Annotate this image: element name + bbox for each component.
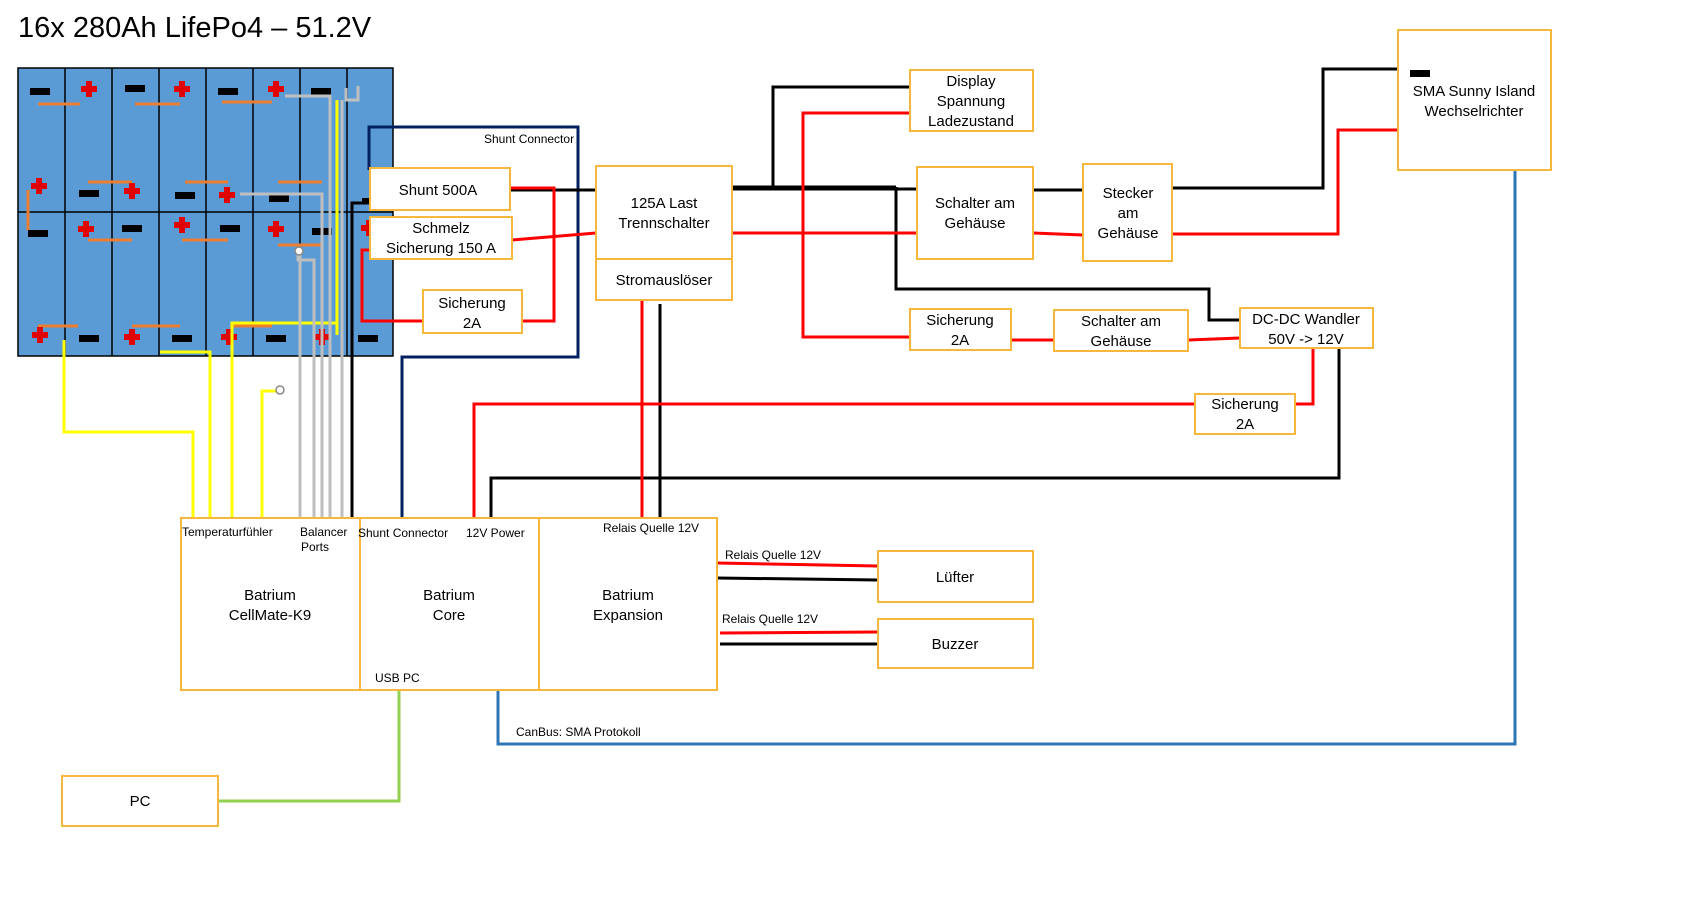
fuse-2a-right-box (1194, 393, 1296, 435)
diagram-title: 16x 280Ah LifePo4 – 51.2V (18, 12, 372, 44)
pc-box (61, 775, 219, 827)
plus-icon (32, 327, 48, 343)
plus-icon (221, 329, 237, 345)
plus-icon (219, 187, 235, 203)
fan-box (877, 550, 1034, 603)
shunt-500a-box (369, 167, 511, 211)
minus-icon (1410, 70, 1430, 77)
dcdc-converter-box (1239, 307, 1374, 349)
load-disconnect-box (595, 165, 733, 260)
balancer-wires (240, 86, 360, 520)
shunt-connector-label: Shunt Connector (358, 526, 448, 540)
relay-source-top-label: Relais Quelle 12V (603, 521, 699, 535)
plus-icon (268, 81, 284, 97)
buzzer-box (877, 618, 1034, 669)
housing-switch-mid-box (1053, 309, 1189, 352)
minus-icon (266, 335, 286, 342)
minus-icon (79, 190, 99, 197)
temperature-sensor-label: Temperaturfühler (182, 525, 273, 539)
canbus-wire (496, 170, 1517, 746)
usb-wire (218, 690, 401, 803)
canbus-label: CanBus: SMA Protokoll (516, 725, 641, 739)
fuse-150a-box (369, 216, 513, 260)
minus-icon (79, 335, 99, 342)
plus-icon (174, 81, 190, 97)
fuse-2a-mid-box (909, 308, 1012, 351)
core-box (359, 517, 540, 691)
expansion-box (538, 517, 718, 691)
shunt-connector-top-label: Shunt Connector (484, 132, 574, 146)
minus-icon (220, 225, 240, 232)
minus-icon (311, 88, 331, 95)
cellmate-box (180, 517, 361, 691)
minus-icon (125, 85, 145, 92)
buzzer-label: Buzzer (932, 636, 979, 653)
positive-wires (360, 111, 1398, 635)
sma-inverter-box (1397, 29, 1552, 171)
plus-icon (268, 221, 284, 237)
relay-source-buzzer-label: Relais Quelle 12V (722, 612, 818, 626)
fuse-2a-left-box (422, 289, 523, 334)
plus-icon (174, 217, 190, 233)
minus-icon (28, 230, 48, 237)
minus-icon (269, 195, 289, 202)
plus-icon (124, 329, 140, 345)
negative-wires (350, 67, 1398, 646)
plus-icon (78, 221, 94, 237)
temperature-sensor-wires (62, 100, 339, 518)
minus-icon (358, 335, 378, 342)
pc-label: PC (130, 793, 151, 810)
minus-icon (175, 192, 195, 199)
shunt-connector-wire (367, 125, 580, 518)
housing-plug-box (1082, 163, 1173, 262)
housing-switch-top-box (916, 166, 1034, 260)
minus-icon (122, 225, 142, 232)
shunt-trip-box (595, 258, 733, 301)
shunt-500a-label: Shunt 500A (399, 182, 477, 199)
fan-label: Lüfter (936, 569, 974, 586)
plus-icon (81, 81, 97, 97)
shunt-trip-label: Stromauslöser (616, 272, 713, 289)
plus-icon (31, 178, 47, 194)
relay-source-fan-label: Relais Quelle 12V (725, 548, 821, 562)
usb-pc-label: USB PC (375, 671, 420, 685)
plus-icon (124, 183, 140, 199)
minus-icon (218, 88, 238, 95)
minus-icon (172, 335, 192, 342)
minus-icon (30, 88, 50, 95)
display-box (909, 69, 1034, 132)
power-12v-label: 12V Power (466, 526, 525, 540)
